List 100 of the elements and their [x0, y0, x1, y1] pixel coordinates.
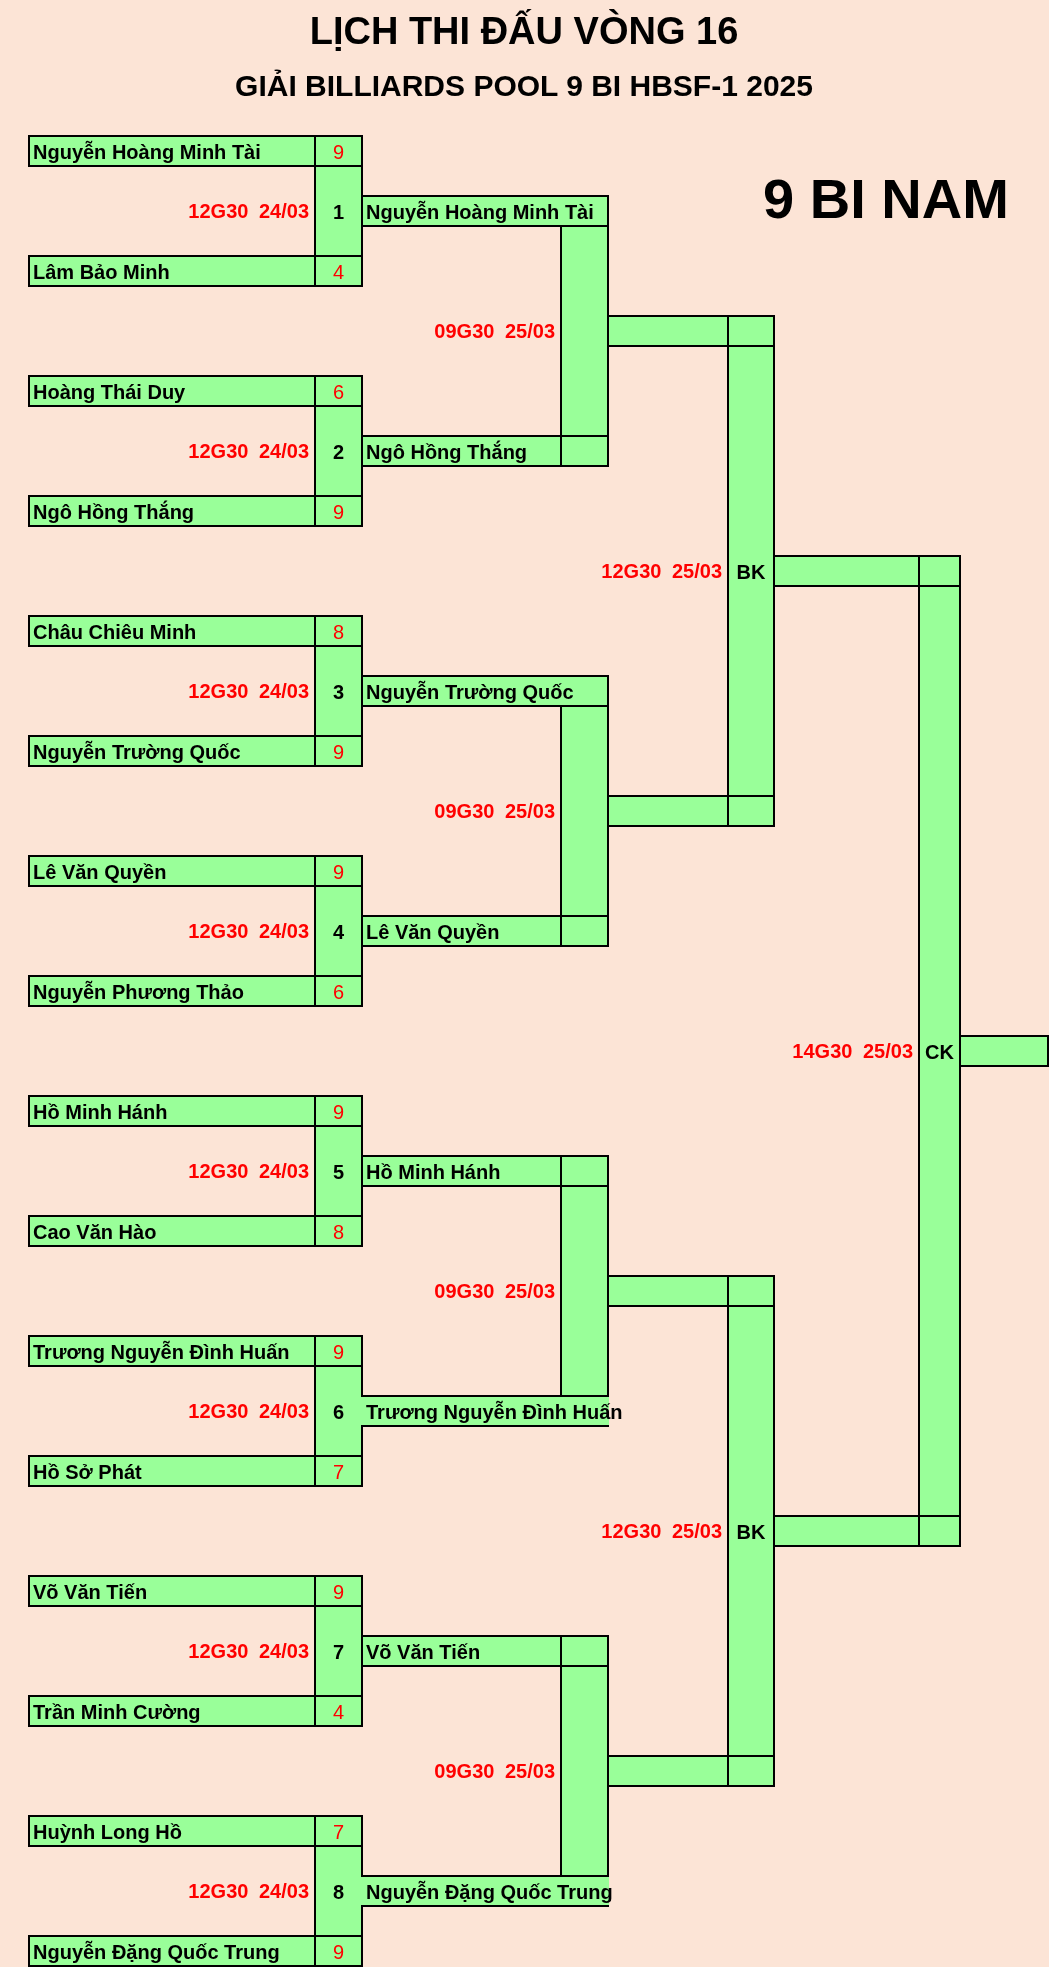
score-slot	[314, 975, 363, 1007]
connector-bar	[773, 555, 920, 587]
score-value: 6	[332, 380, 345, 403]
player-name: Trương Nguyễn Đình Huấn	[366, 1400, 623, 1423]
match-number: 4	[332, 920, 345, 943]
player-slot	[28, 1215, 316, 1247]
score-slot	[314, 1575, 363, 1607]
connector-bar	[607, 1755, 729, 1787]
match-number: 7	[332, 1640, 345, 1663]
match-bar	[314, 165, 363, 257]
score-value: 4	[332, 260, 345, 283]
match-time: 09G30 25/03	[434, 799, 555, 823]
score-slot	[314, 1455, 363, 1487]
score-value: 9	[332, 1580, 345, 1603]
match-number: 8	[332, 1880, 345, 1903]
player-name: Nguyễn Hoàng Minh Tài	[33, 140, 261, 163]
score-slot	[314, 615, 363, 647]
player-slot	[28, 1815, 316, 1847]
match-time: 09G30 25/03	[434, 319, 555, 343]
score-slot	[314, 375, 363, 407]
match-time: 12G30 25/03	[601, 1519, 722, 1543]
score-value: 9	[332, 1340, 345, 1363]
score-value: 6	[332, 980, 345, 1003]
player-name: Trương Nguyễn Đình Huấn	[33, 1340, 290, 1363]
score-value: 9	[332, 860, 345, 883]
connector-bar	[607, 795, 729, 827]
player-slot	[28, 735, 316, 767]
winner-slot	[361, 195, 609, 227]
score-value: 8	[332, 620, 345, 643]
connector-bar	[560, 1665, 609, 1877]
player-name: Nguyễn Phương Thảo	[33, 980, 244, 1003]
player-slot	[28, 975, 316, 1007]
player-name: Hồ Minh Hánh	[33, 1100, 168, 1123]
bracket-junction	[560, 1155, 609, 1187]
player-name: Lê Văn Quyền	[366, 920, 500, 943]
match-bar	[314, 1365, 363, 1457]
match-bar	[314, 645, 363, 737]
round-bar	[918, 585, 961, 1517]
match-bar	[314, 1605, 363, 1697]
connector-bar	[560, 225, 609, 437]
bracket-junction	[918, 1515, 961, 1547]
match-time: 09G30 25/03	[434, 1759, 555, 1783]
player-slot	[28, 1095, 316, 1127]
score-slot	[314, 135, 363, 167]
score-value: 9	[332, 740, 345, 763]
bracket-junction	[560, 1635, 609, 1667]
match-number: 2	[332, 440, 345, 463]
player-slot	[28, 1695, 316, 1727]
player-name: Võ Văn Tiến	[366, 1640, 481, 1663]
score-slot	[314, 1695, 363, 1727]
match-time: 09G30 25/03	[434, 1279, 555, 1303]
score-value: 9	[332, 1100, 345, 1123]
match-bar	[314, 1845, 363, 1937]
score-slot	[314, 735, 363, 767]
match-bar	[314, 1125, 363, 1217]
score-slot	[314, 1935, 363, 1967]
score-slot	[314, 1335, 363, 1367]
player-name: Nguyễn Đặng Quốc Trung	[366, 1880, 613, 1903]
player-slot	[28, 1935, 316, 1967]
bracket-junction	[560, 435, 609, 467]
page-subtitle: GIẢI BILLIARDS POOL 9 BI HBSF-1 2025	[235, 68, 813, 104]
winner-slot	[361, 435, 562, 467]
match-time: 12G30 24/03	[188, 1399, 309, 1423]
player-slot	[28, 1335, 316, 1367]
connector-bar	[607, 315, 729, 347]
match-number: 6	[332, 1400, 345, 1423]
player-name: Cao Văn Hào	[33, 1220, 157, 1243]
score-value: 4	[332, 1700, 345, 1723]
bracket-junction	[918, 555, 961, 587]
score-slot	[314, 495, 363, 527]
player-name: Nguyễn Trường Quốc	[33, 740, 241, 763]
connector-bar	[959, 1035, 1049, 1067]
match-time: 12G30 24/03	[188, 1639, 309, 1663]
score-slot	[314, 1215, 363, 1247]
match-time: 12G30 24/03	[188, 919, 309, 943]
match-time: 12G30 24/03	[188, 1879, 309, 1903]
match-time: 12G30 24/03	[188, 199, 309, 223]
match-time: 12G30 24/03	[188, 679, 309, 703]
connector-bar	[560, 705, 609, 917]
connector-bar	[607, 1275, 729, 1307]
player-name: Lê Văn Quyền	[33, 860, 167, 883]
match-number: 1	[332, 200, 345, 223]
player-name: Nguyễn Đặng Quốc Trung	[33, 1940, 280, 1963]
player-name: Trần Minh Cường	[33, 1700, 201, 1723]
score-slot	[314, 855, 363, 887]
player-slot	[28, 135, 316, 167]
player-name: Hồ Minh Hánh	[366, 1160, 501, 1183]
round-bar	[727, 345, 775, 797]
page-title: LỊCH THI ĐẤU VÒNG 16	[309, 9, 739, 53]
bracket-junction	[727, 795, 775, 827]
score-value: 9	[332, 500, 345, 523]
player-slot	[28, 855, 316, 887]
winner-slot	[361, 1635, 562, 1667]
match-time: 12G30 24/03	[188, 439, 309, 463]
player-slot	[28, 1455, 316, 1487]
bracket-junction	[727, 1275, 775, 1307]
round-code: BK	[736, 560, 766, 583]
match-bar	[314, 405, 363, 497]
player-name: Hồ Sở Phát	[33, 1460, 142, 1483]
player-name: Nguyễn Hoàng Minh Tài	[366, 200, 594, 223]
